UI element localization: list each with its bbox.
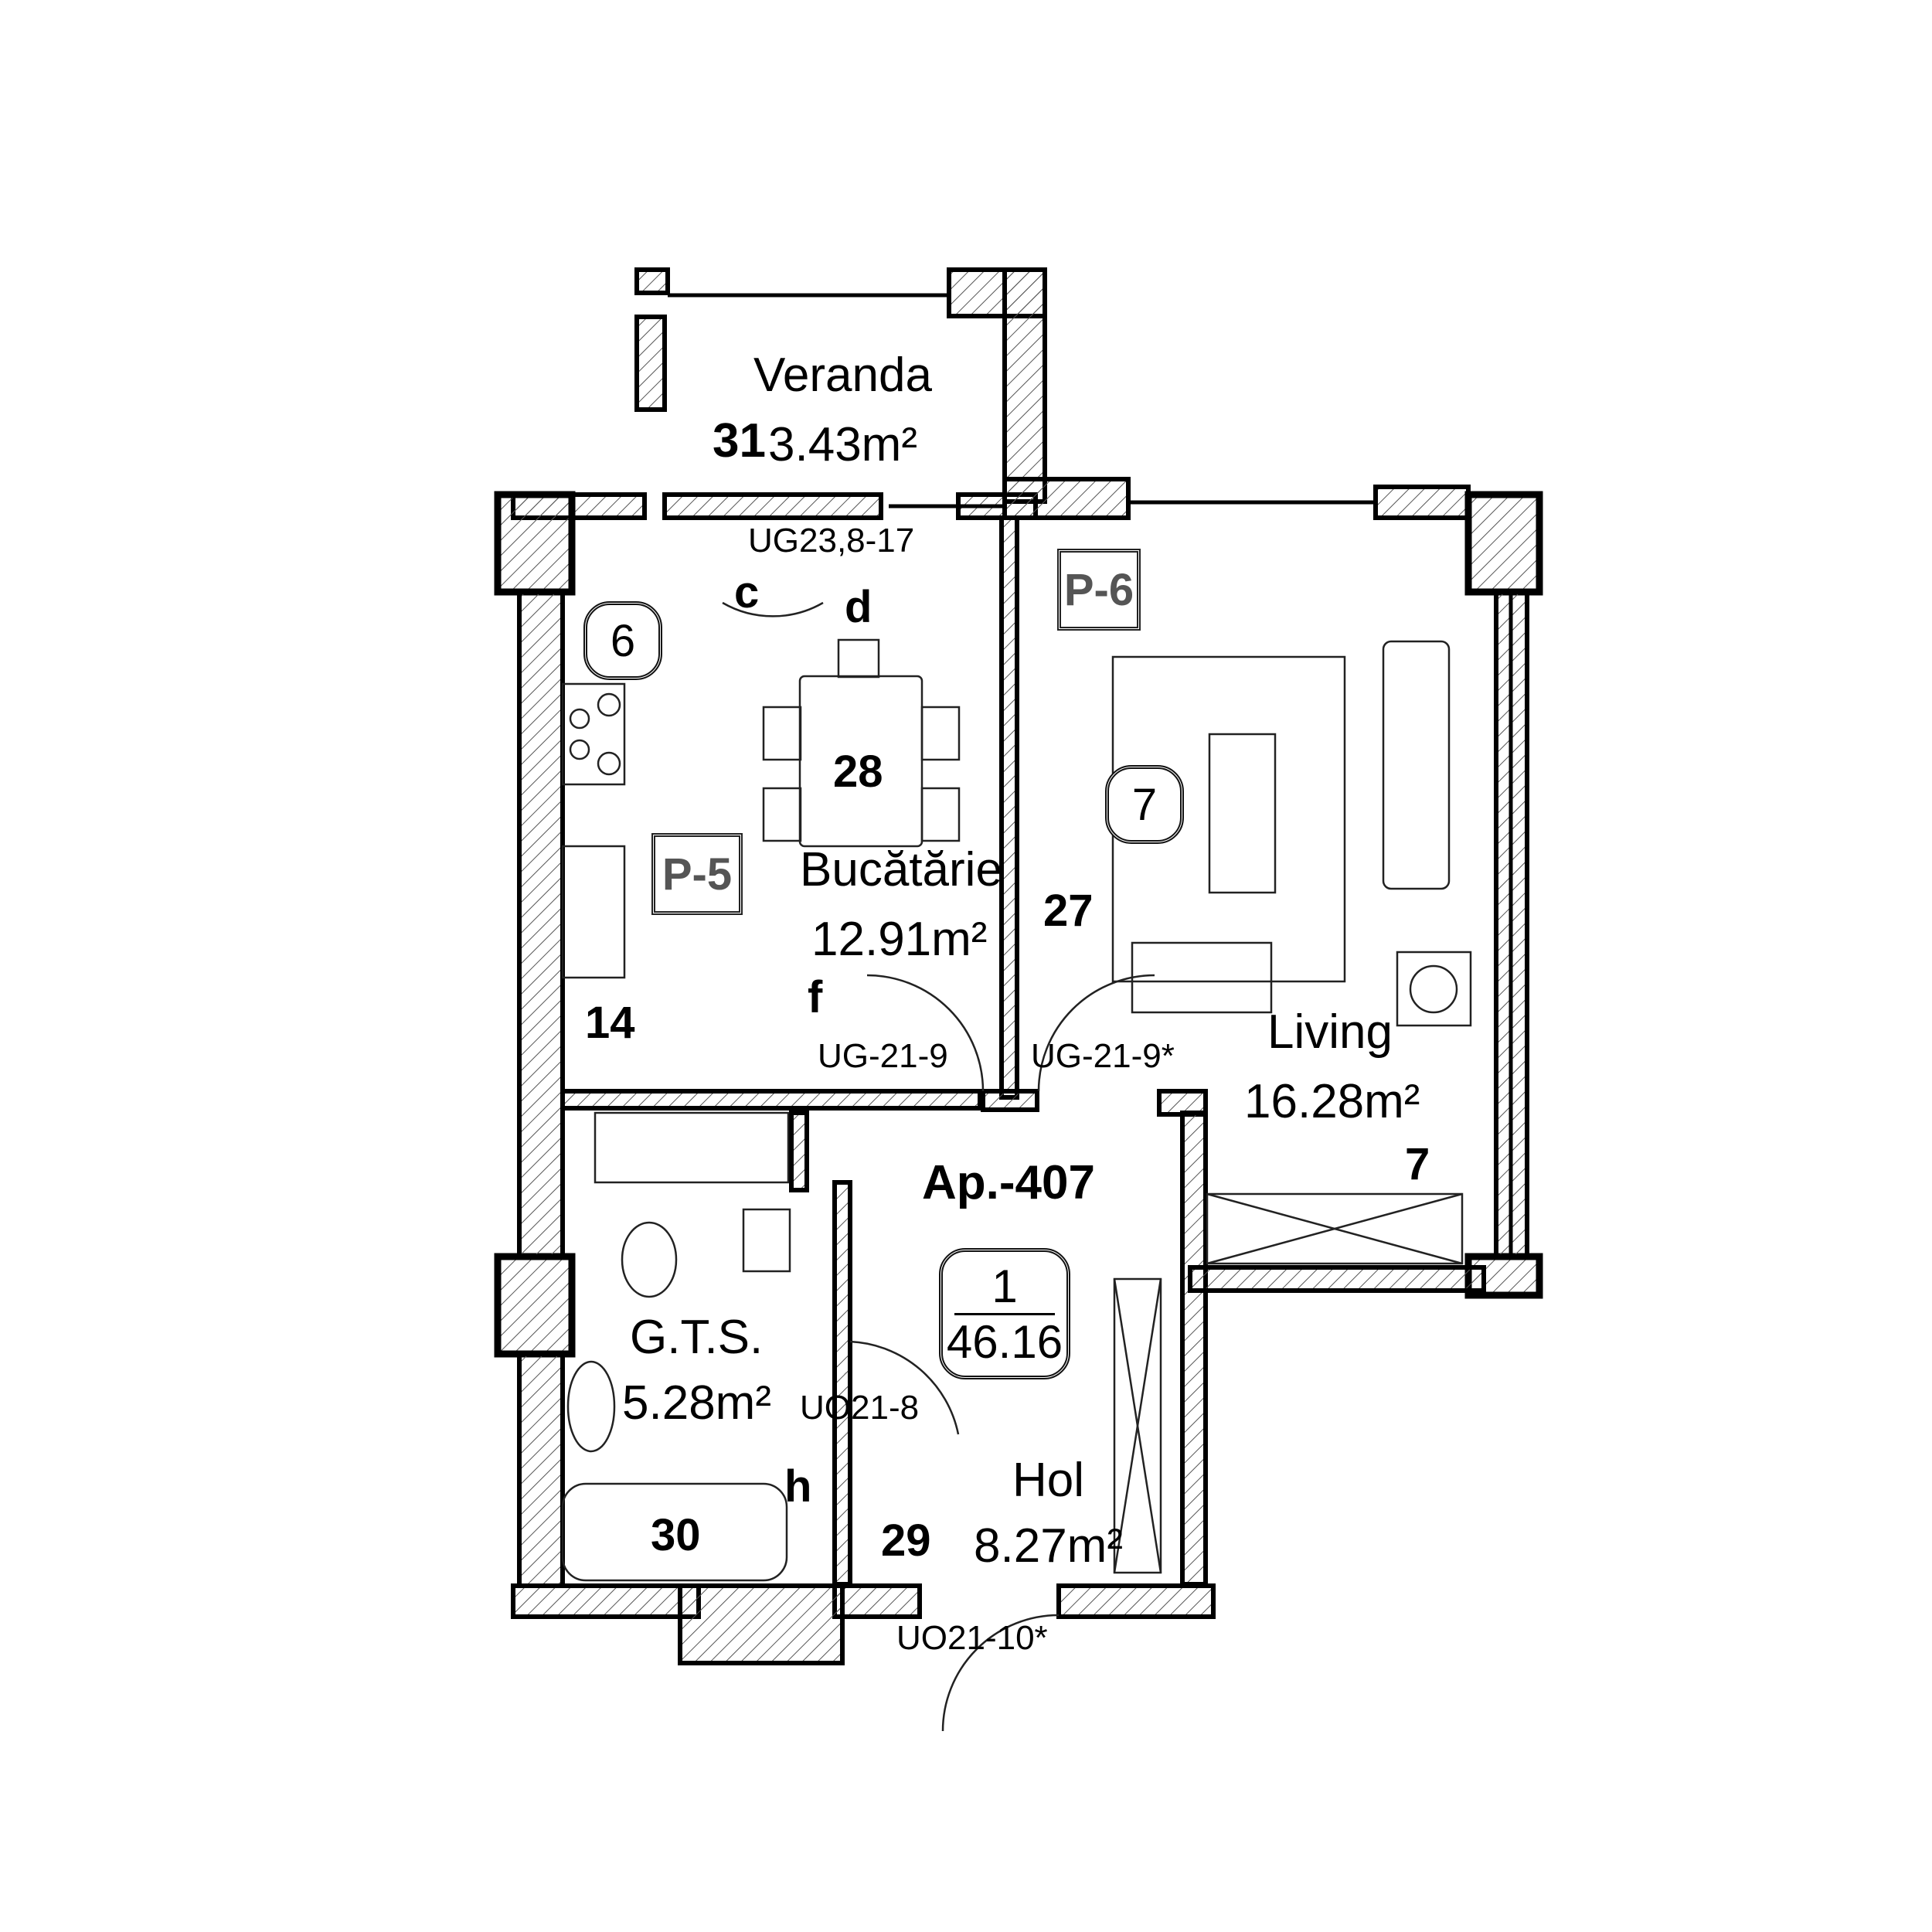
door-code-ug21-9-star: UG-21-9* [1031, 1037, 1175, 1075]
kitchen-number: 28 [833, 747, 883, 797]
summary-area: 46.16 [946, 1315, 1063, 1368]
apartment-label: Ap.-407 [922, 1156, 1095, 1209]
apartment-summary-bubble: 1 46.16 [939, 1248, 1070, 1379]
living-number: 27 [1043, 886, 1094, 936]
bathroom-number: 30 [651, 1510, 701, 1560]
marker-7: 7 [1405, 1139, 1430, 1189]
marker-h: h [784, 1461, 812, 1512]
bubble-6-text: 6 [610, 615, 636, 666]
bubble-6: 6 [583, 601, 662, 680]
door-code-uo21-10-star: UO21-10* [896, 1619, 1048, 1657]
living-area: 16.28m² [1244, 1075, 1420, 1128]
panel-tag-p5-text: P-5 [662, 849, 733, 900]
living-name: Living [1267, 1005, 1393, 1059]
hall-name: Hol [1012, 1454, 1085, 1507]
marker-f: f [808, 972, 823, 1022]
furniture [561, 601, 1472, 1732]
veranda-name: Veranda [753, 349, 932, 402]
windows [668, 293, 1513, 1257]
panel-tag-p6-text: P-6 [1063, 564, 1134, 615]
marker-c: c [734, 567, 760, 617]
bathroom-area: 5.28m² [622, 1376, 771, 1430]
panel-tag-p6: P-6 [1057, 549, 1141, 631]
marker-d: d [845, 582, 872, 632]
hall-number: 29 [881, 1515, 931, 1566]
panel-tag-p5: P-5 [651, 833, 743, 915]
hall-area: 8.27m² [974, 1519, 1123, 1573]
bubble-7-text: 7 [1131, 779, 1158, 830]
kitchen-area: 12.91m² [811, 913, 988, 966]
door-code-ug23: UG23,8-17 [748, 522, 915, 560]
summary-rooms: 1 [954, 1260, 1055, 1315]
veranda-area: 3.43m² [768, 418, 917, 471]
bubble-7: 7 [1105, 765, 1184, 844]
walls [494, 267, 1543, 1665]
marker-14: 14 [585, 998, 635, 1048]
door-code-ug21-9: UG-21-9 [818, 1037, 948, 1075]
veranda-number: 31 [713, 414, 766, 468]
bathroom-name: G.T.S. [630, 1311, 764, 1364]
kitchen-name: Bucătărie [800, 843, 1002, 896]
door-code-uo21-8: UO21-8 [800, 1389, 920, 1427]
